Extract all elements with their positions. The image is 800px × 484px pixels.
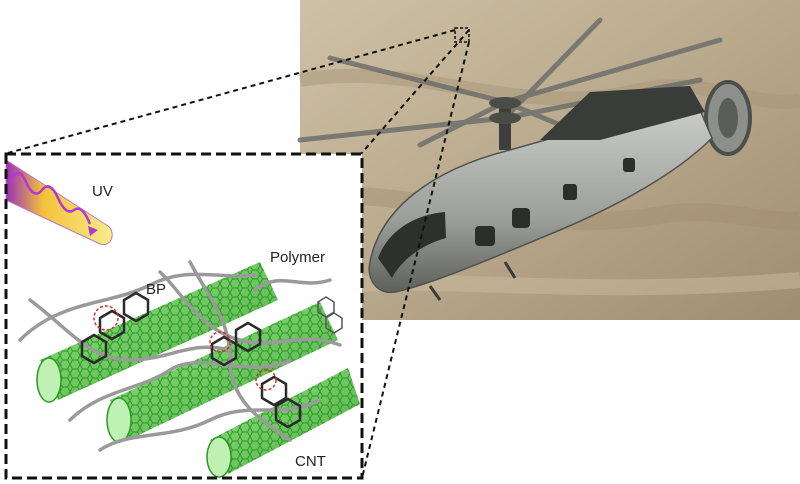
uv-label: UV <box>92 183 113 200</box>
aircraft-icon <box>297 17 752 301</box>
cnt-label: CNT <box>295 453 326 470</box>
inset-panel: UV Polymer BP CNT <box>4 152 364 480</box>
zoom-connector-lines <box>7 29 470 479</box>
bp-molecule <box>209 321 262 367</box>
nanotube-2 <box>106 302 338 443</box>
bp-label: BP <box>146 281 166 298</box>
polymer-label: Polymer <box>270 249 325 266</box>
uv-beam-icon <box>5 159 113 246</box>
zoom-target-marker <box>454 27 470 43</box>
nanotube-3 <box>206 368 360 478</box>
free-bp-molecule <box>317 296 343 334</box>
inset-border <box>4 152 364 480</box>
carbon-nanotubes <box>36 262 360 478</box>
helicopter-photo <box>297 0 800 320</box>
bp-molecule <box>80 291 150 365</box>
nanotube-1 <box>36 262 278 403</box>
polymer-chains <box>18 260 342 452</box>
bp-molecule <box>255 369 302 429</box>
